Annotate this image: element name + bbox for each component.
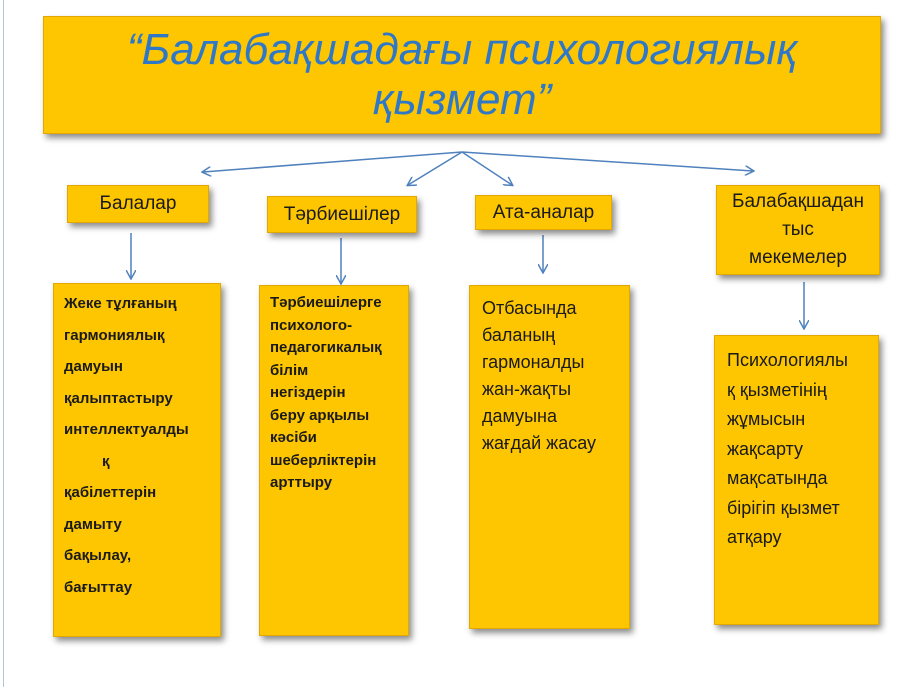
desc-external-line: жақсарту: [727, 438, 803, 459]
category-label-parents: Ата-аналар: [492, 201, 595, 223]
desc-children-line: бақылау,: [64, 547, 132, 564]
desc-children-line: бағыттау: [64, 578, 133, 596]
desc-external-line: қ қызметінің: [727, 379, 827, 400]
description-box-children: Жеке тұлғаның гармониялық дамуын қалыпта…: [53, 283, 221, 637]
category-label-external-line-3: мекемелер: [749, 247, 847, 268]
desc-external-line: Психологиялы: [727, 350, 848, 370]
desc-parents-line: дамуына: [482, 406, 557, 426]
desc-children-line: қалыптастыру: [64, 389, 173, 407]
description-box-external: Психологиялы қ қызметінің жұмысын жақсар…: [714, 335, 879, 625]
desc-external-line: жұмысын: [727, 409, 806, 429]
desc-children-line: гармониялық: [64, 326, 165, 344]
arrow-title-to-parents: [461, 151, 512, 185]
desc-children-line: интеллектуалды: [64, 421, 189, 438]
category-box-teachers: Тәрбиешілер: [267, 196, 417, 233]
desc-parents-line: гармоналды: [482, 352, 585, 372]
desc-teachers-line: арттыру: [270, 474, 333, 491]
desc-parents-line: Отбасында: [482, 298, 577, 318]
desc-teachers-line: психолого-: [270, 316, 353, 334]
desc-parents-line: жағдай жасау: [482, 433, 597, 453]
desc-children-line: қ: [102, 452, 110, 470]
desc-children-line: дамыту: [64, 515, 122, 533]
desc-external-line: атқару: [727, 527, 782, 547]
category-box-children: Балалар: [67, 185, 209, 223]
desc-parents-line: баланың: [482, 325, 556, 345]
category-box-parents: Ата-аналар: [475, 195, 612, 230]
category-label-children: Балалар: [99, 193, 177, 214]
desc-teachers-line: беру арқылы: [270, 406, 370, 424]
title-line-1: “Балабақшадағы психологиялық: [126, 25, 798, 74]
desc-teachers-line: білім: [270, 361, 309, 379]
desc-external-line: бірігіп қызмет: [727, 497, 840, 518]
category-box-external: Балабақшадан тыс мекемелер: [716, 185, 880, 275]
description-box-parents: Отбасында баланың гармоналды жан-жақты д…: [469, 285, 630, 629]
arrow-title-to-external: [461, 151, 753, 171]
arrow-title-to-teachers: [408, 151, 463, 185]
desc-teachers-line: негіздерін: [270, 384, 346, 401]
desc-teachers-line: педагогикалық: [270, 339, 382, 356]
arrow-title-to-children: [203, 151, 463, 172]
desc-children-line: дамуын: [64, 358, 123, 375]
desc-parents-line: жан-жақты: [482, 379, 572, 399]
title-box: “Балабақшадағы психологиялық қызмет”: [43, 16, 881, 134]
category-label-teachers: Тәрбиешілер: [283, 203, 401, 225]
desc-teachers-line: Тәрбиешілерге: [270, 294, 382, 311]
desc-teachers-line: шеберліктерін: [270, 451, 377, 469]
slide-left-edge: [3, 0, 4, 687]
category-label-external-line-1: Балабақшадан: [732, 191, 864, 212]
desc-teachers-line: кәсіби: [270, 429, 317, 446]
description-box-teachers: Тәрбиешілерге психолого- педагогикалық б…: [259, 285, 409, 636]
category-label-external-line-2: тыс: [782, 219, 814, 240]
desc-children-line: Жеке тұлғаның: [64, 295, 177, 312]
desc-children-line: қабілеттерін: [64, 484, 157, 501]
desc-external-line: мақсатында: [727, 468, 828, 488]
title-line-2: қызмет”: [372, 75, 552, 124]
